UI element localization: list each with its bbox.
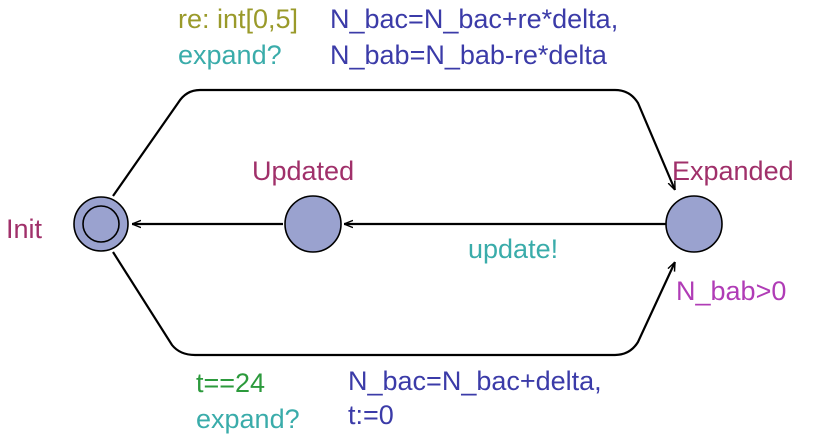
top-edge-sync-label: expand? bbox=[178, 40, 282, 70]
bottom-edge-update-line1: N_bac=N_bac+delta, bbox=[348, 366, 602, 396]
bottom-edge-update-line2: t:=0 bbox=[348, 400, 394, 430]
edge-init-to-expanded-top[interactable] bbox=[112, 88, 677, 197]
top-edge-select-label: re: int[0,5] bbox=[178, 4, 298, 34]
bottom-edge-guard-label: t==24 bbox=[196, 368, 265, 398]
top-edge-update-line1: N_bac=N_bac+re*delta, bbox=[330, 4, 618, 34]
state-updated[interactable] bbox=[284, 195, 342, 253]
init-name-label: Init bbox=[6, 214, 43, 244]
bottom-edge-sync-label: expand? bbox=[196, 404, 300, 434]
top-edge-update-line2: N_bab=N_bab-re*delta bbox=[330, 40, 608, 70]
middle-edge-sync-label: update! bbox=[468, 234, 558, 264]
state-init[interactable] bbox=[73, 196, 129, 252]
updated-name-label: Updated bbox=[252, 156, 354, 186]
expanded-name-label: Expanded bbox=[672, 156, 794, 186]
edge-init-to-expanded-bottom[interactable] bbox=[112, 251, 676, 357]
expanded-invariant-label: N_bab>0 bbox=[676, 276, 786, 306]
state-expanded[interactable] bbox=[665, 195, 723, 253]
